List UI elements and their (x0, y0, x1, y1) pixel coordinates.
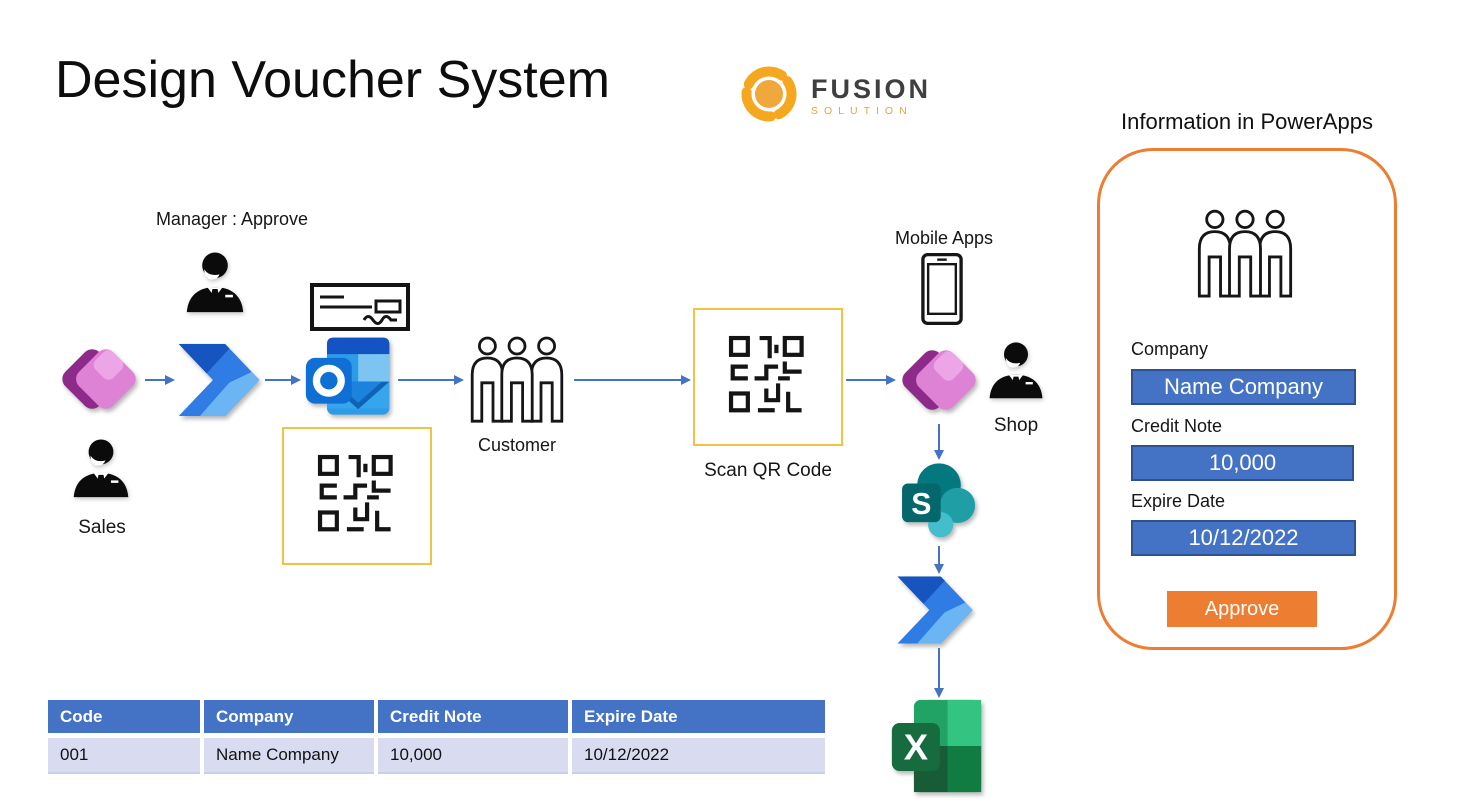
company-people-icon (1192, 200, 1298, 309)
sales-label: Sales (78, 517, 126, 538)
scan-qr-box (693, 308, 843, 446)
flow-arrow-right (846, 373, 896, 391)
shop-person-icon (986, 330, 1046, 415)
flow-arrow-right (398, 373, 464, 391)
outlook-icon (302, 334, 396, 427)
page-title: Design Voucher System (55, 51, 610, 109)
qr-code-icon (315, 452, 399, 541)
table-cell-code: 001 (48, 738, 200, 774)
flow-arrow-down (933, 648, 945, 703)
flow-arrow-right (145, 373, 175, 391)
powerapps-icon (896, 337, 982, 428)
excel-letter: X (904, 726, 928, 767)
excel-icon: X (889, 698, 985, 799)
qr-code-icon (726, 333, 810, 422)
power-automate-icon (895, 574, 975, 651)
table-header-company: Company (204, 700, 374, 733)
logo-name: FUSION (811, 74, 932, 105)
shop-label: Shop (993, 415, 1039, 436)
table-cell-credit-note: 10,000 (378, 738, 568, 774)
powerapps-icon (56, 336, 142, 427)
table-header-credit-note: Credit Note (378, 700, 568, 733)
manager-approve-label: Manager : Approve (155, 209, 309, 229)
table-header-expire-date: Expire Date (572, 700, 825, 733)
fusion-solution-logo: FUSION SOLUTION (737, 62, 931, 131)
company-input[interactable]: Name Company (1131, 369, 1356, 405)
table-cell-company: Name Company (204, 738, 374, 774)
mobile-apps-label: Mobile Apps (894, 228, 994, 248)
expire-date-input[interactable]: 10/12/2022 (1131, 520, 1356, 556)
flow-arrow-right (265, 373, 301, 391)
table-header-code: Code (48, 700, 200, 733)
approve-button[interactable]: Approve (1167, 591, 1317, 627)
expire-date-label: Expire Date (1131, 491, 1226, 511)
customer-label: Customer (477, 435, 557, 455)
mobile-phone-icon (921, 252, 963, 331)
scan-qr-label: Scan QR Code (704, 460, 832, 481)
table-cell-expire-date: 10/12/2022 (572, 738, 825, 774)
company-label: Company (1131, 339, 1209, 359)
manager-person-icon (183, 240, 247, 329)
sharepoint-icon: S (897, 460, 981, 549)
flow-arrow-right (574, 373, 691, 391)
voucher-table: Code Company Credit Note Expire Date 001… (48, 700, 825, 774)
sales-person-icon (70, 427, 132, 514)
flow-arrow-down (933, 424, 945, 465)
fusion-logo-icon (737, 62, 801, 131)
customer-people-icon (465, 327, 569, 434)
voucher-qr-box (282, 427, 432, 565)
sharepoint-letter: S (911, 488, 931, 521)
credit-note-input[interactable]: 10,000 (1131, 445, 1354, 481)
panel-title: Information in PowerApps (1121, 109, 1373, 134)
flow-arrow-down (933, 546, 945, 579)
credit-note-label: Credit Note (1131, 416, 1223, 436)
cheque-icon (310, 283, 410, 336)
power-automate-icon (176, 341, 262, 424)
logo-subtitle: SOLUTION (811, 105, 913, 118)
